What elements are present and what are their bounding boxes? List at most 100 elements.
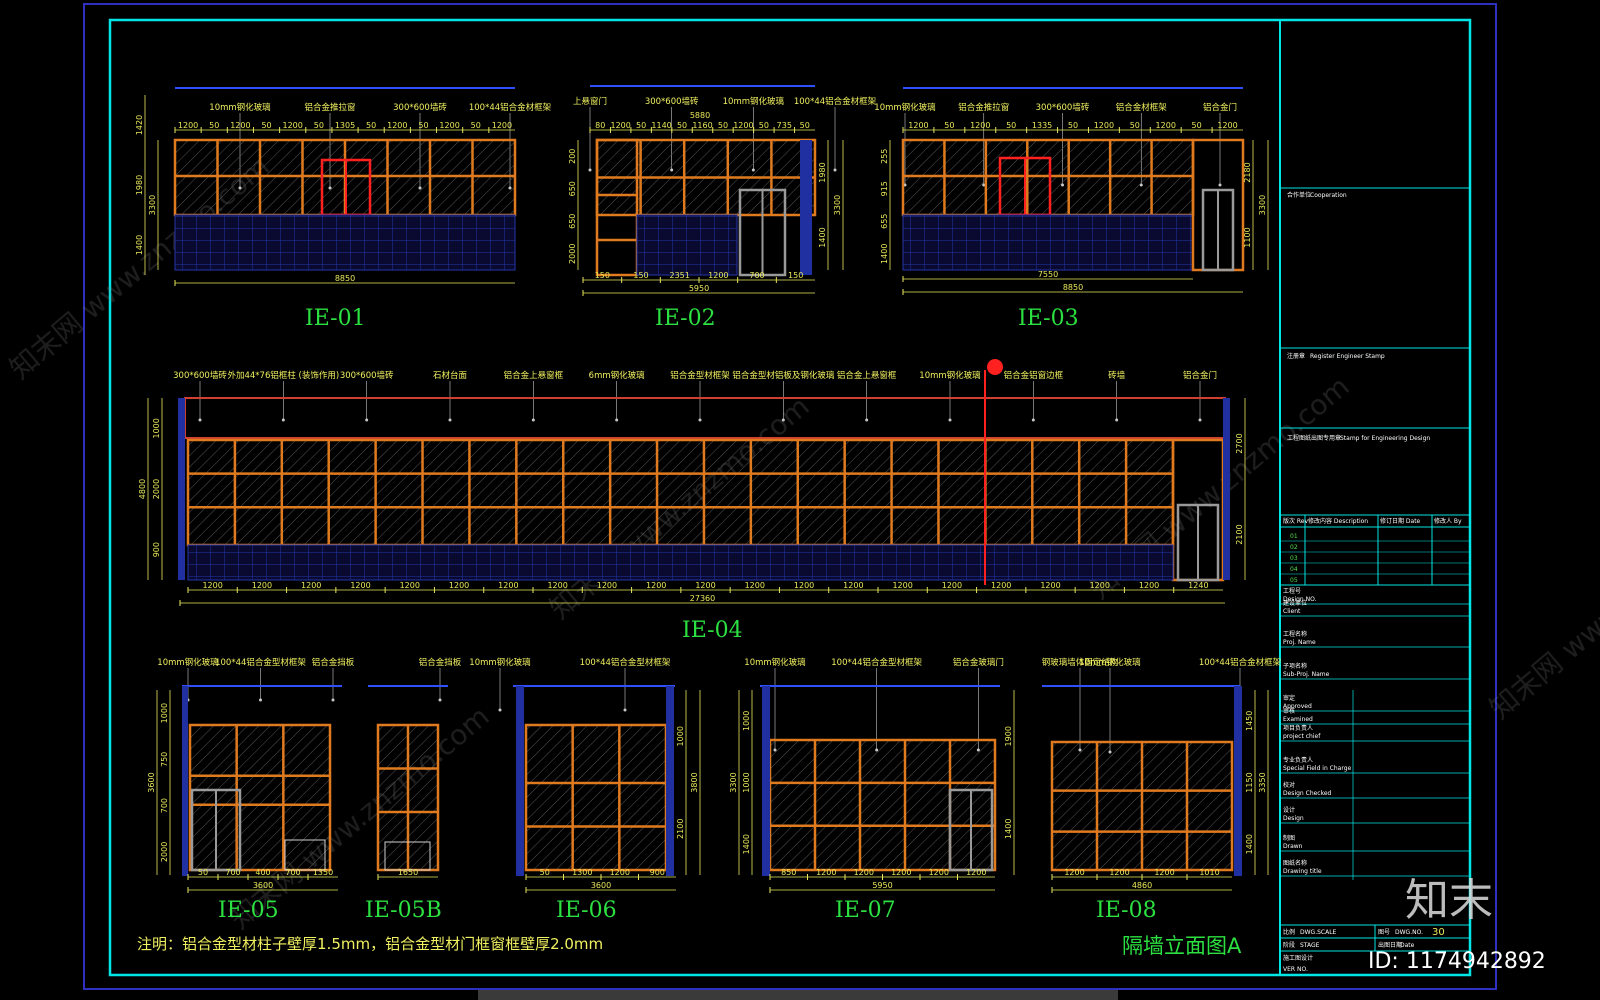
dim-value: 1200 <box>794 581 814 590</box>
dim-value: 735 <box>777 121 792 130</box>
dim-value: 1200 <box>1217 121 1237 130</box>
leader-dot <box>781 418 785 422</box>
tb-dwgno: 图号 <box>1378 929 1390 936</box>
tb-field-label: 建设单位 <box>1283 599 1307 607</box>
soffit-band <box>184 397 1226 439</box>
side-frame <box>595 138 639 277</box>
dim-value: 1200 <box>929 868 949 877</box>
dim-value: 1200 <box>178 121 198 130</box>
dim-value: 2000 <box>568 244 577 264</box>
dim-value: 1200 <box>400 581 420 590</box>
wall-section <box>1223 398 1230 580</box>
dim-value: 1400 <box>742 834 751 854</box>
dim-value: 2700 <box>1235 433 1244 453</box>
dim-value: 900 <box>650 868 665 877</box>
annotation-text: 10mm钢化玻璃 <box>723 96 785 107</box>
tile-wall <box>902 214 1194 271</box>
leader-dot <box>615 418 619 422</box>
tile-wall <box>187 544 1174 581</box>
annotation-text: 100*44铝合金型材框架 <box>580 657 671 668</box>
dim-value: 50 <box>209 121 219 130</box>
dim-value: 50 <box>1006 121 1016 130</box>
radiator <box>384 841 431 871</box>
revision-number: 04 <box>1290 566 1298 573</box>
dim-value: 1000 <box>152 418 161 438</box>
dim-value: 50 <box>471 121 481 130</box>
glass-panel <box>901 138 1195 217</box>
leader-dot <box>948 418 952 422</box>
dim-value: 1200 <box>283 121 303 130</box>
tb-cooperation: 合作单位 <box>1287 191 1311 199</box>
rev-col-header: 修订日期 Date <box>1380 517 1421 525</box>
tb-field-label-en: Design <box>1283 815 1304 822</box>
dim-value: 1350 <box>313 868 333 877</box>
dim-value: 2351 <box>669 271 689 280</box>
annotation-text: 铝合金玻璃门 <box>953 657 1004 668</box>
drawing-title: 隔墙立面图A <box>1122 934 1242 958</box>
rev-col-header: 修改内容 Description <box>1308 517 1368 525</box>
dim-value: 1400 <box>1245 834 1254 854</box>
annotation-text: 300*600墙砖 <box>393 102 447 113</box>
dim-value: 2180 <box>1243 162 1252 182</box>
view-label-ie06: IE-06 <box>556 898 617 923</box>
dim-value: 655 <box>880 214 889 229</box>
dim-value: 1305 <box>335 121 355 130</box>
dim-value: 1200 <box>646 581 666 590</box>
leader-dot <box>259 698 262 702</box>
view-label-ie07: IE-07 <box>835 898 896 923</box>
dim-value: 1010 <box>1199 868 1219 877</box>
dim-value: 700 <box>225 868 240 877</box>
leader-dot <box>623 708 627 712</box>
annotation-text: 铝合金挡板 <box>312 657 355 668</box>
annotation-text: 铝合金型材铝板及钢化玻璃 <box>732 370 835 381</box>
section-marker-icon <box>987 359 1003 375</box>
tb-field-label: 设计 <box>1283 806 1295 814</box>
tb-stamp: 注册章 <box>1287 352 1305 360</box>
viewport-scrollbar[interactable] <box>478 990 1118 1000</box>
tb-field-label-en: Client <box>1283 608 1301 615</box>
tb-field-label: 子项名称 <box>1283 662 1307 670</box>
tb-field-label: 图纸名称 <box>1283 859 1307 867</box>
dim-value: 1300 <box>572 868 592 877</box>
dim-value: 3300 <box>833 195 842 215</box>
tb-field-label: 制图 <box>1283 834 1295 842</box>
view-label-ie02: IE-02 <box>655 306 716 331</box>
dim-value: 1200 <box>547 581 567 590</box>
dim-value: 1400 <box>135 235 144 255</box>
tile-wall <box>636 214 738 276</box>
radiator <box>284 839 326 871</box>
tb-field-label: 审定 <box>1283 694 1295 702</box>
dim-value: 27360 <box>690 594 715 603</box>
tb-field-label-en: project chief <box>1283 733 1321 740</box>
dim-value: 1200 <box>230 121 250 130</box>
leader-dot <box>1198 418 1202 422</box>
annotation-text: 铝合金挡板 <box>419 657 462 668</box>
rev-col-header: 修改人 By <box>1434 517 1462 525</box>
tb-field-label-en: Design Checked <box>1283 790 1332 797</box>
annotation-text: 10mm钢化玻璃 <box>469 657 531 668</box>
dim-value: 700 <box>749 271 764 280</box>
dim-value: 1200 <box>498 581 518 590</box>
dim-value: 50 <box>759 121 769 130</box>
dim-value: 750 <box>160 752 169 767</box>
annotation-text: 铝合金推拉窗 <box>958 102 1009 113</box>
view-label-ie04: IE-04 <box>682 618 743 643</box>
dim-value: 50 <box>418 121 428 130</box>
annotation-text: 铝合金型材框架 <box>670 370 730 381</box>
leader-dot <box>833 168 837 172</box>
tb-field-label: 审核 <box>1283 707 1295 715</box>
dim-value: 3600 <box>253 881 273 890</box>
dim-value: 4800 <box>138 479 147 499</box>
leader-dot <box>438 698 442 702</box>
annotation-text: 上悬窗门 <box>573 96 607 107</box>
dim-value: 650 <box>568 214 577 229</box>
dim-value: 255 <box>880 149 889 164</box>
leader-dot <box>1218 183 1222 187</box>
annotation-text: 10mm钢化玻璃 <box>874 102 936 113</box>
dim-value: 50 <box>677 121 687 130</box>
leader-dot <box>365 418 369 422</box>
